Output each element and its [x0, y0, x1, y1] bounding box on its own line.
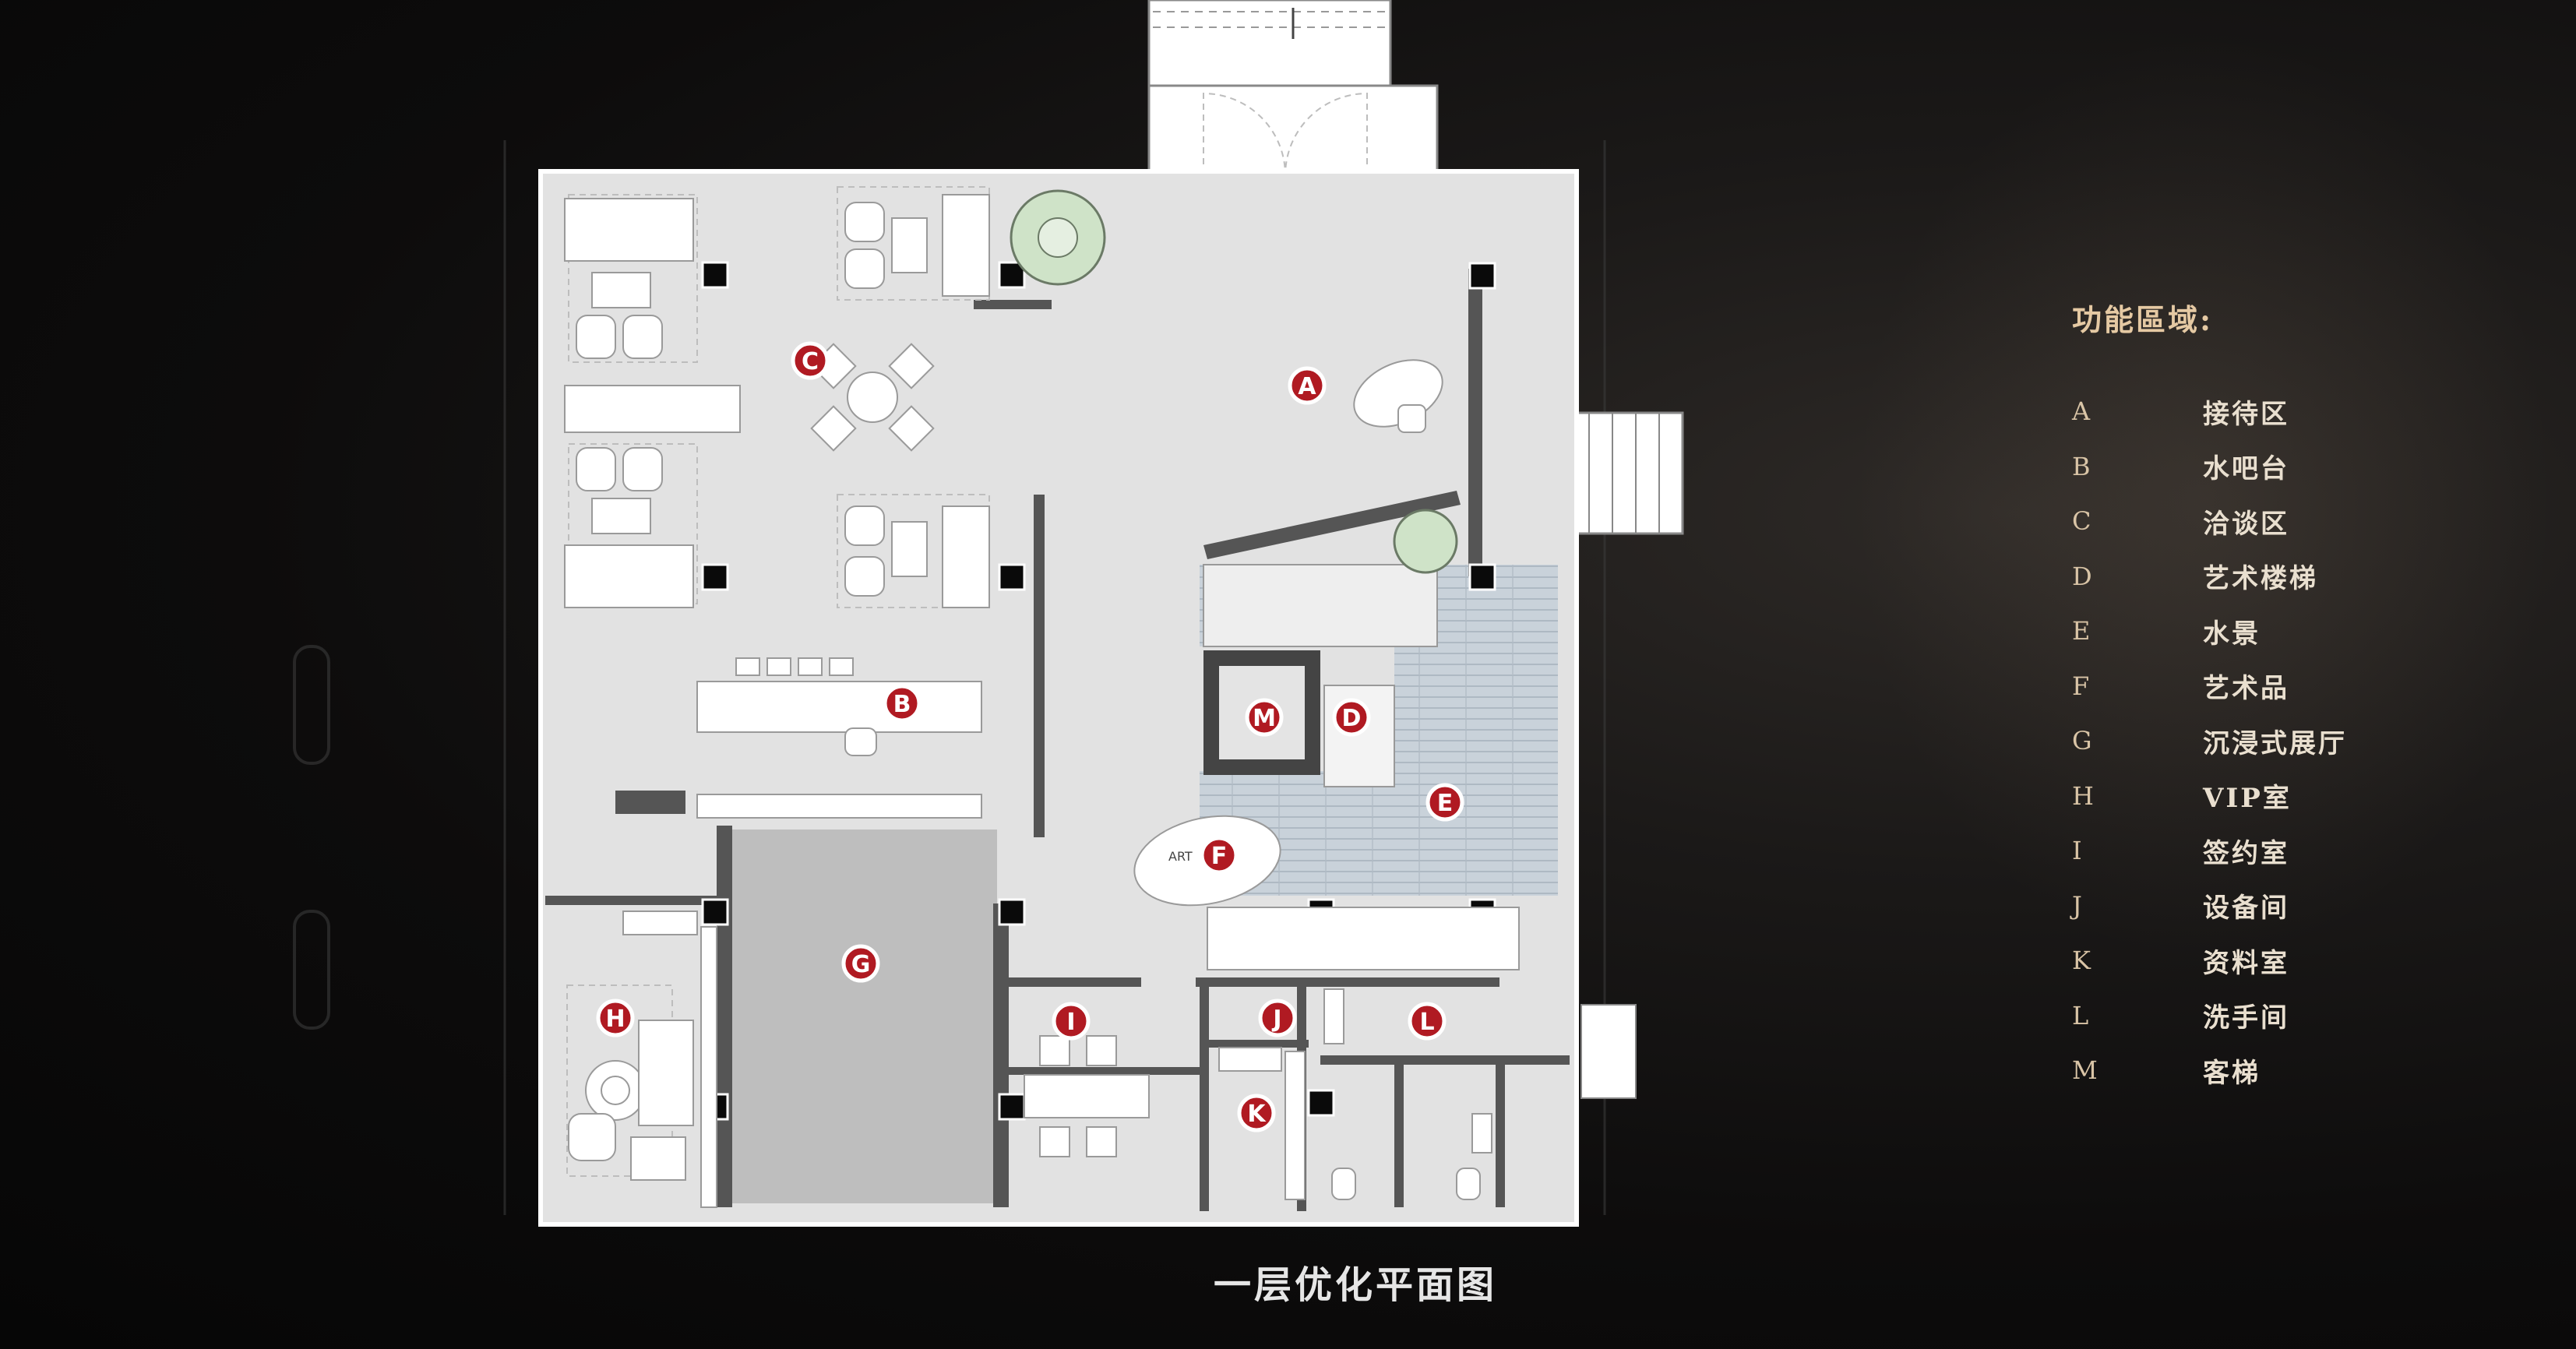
zone-marker-l: L	[1408, 1002, 1447, 1041]
zone-marker-circle	[841, 944, 880, 983]
zone-marker-a: A	[1288, 366, 1327, 405]
zone-markers: A B C D E F G H I J K L M	[596, 341, 1464, 1132]
legend-item: F 艺术品	[2072, 659, 2430, 714]
zone-marker-label: D	[1342, 705, 1362, 732]
legend-item: I 签约室	[2072, 823, 2430, 879]
zone-marker-label: L	[1419, 1009, 1434, 1036]
zone-marker-b: B	[883, 684, 922, 723]
zone-marker-k: K	[1237, 1094, 1276, 1132]
art-label: ART	[1168, 849, 1193, 864]
legend-code: F	[2072, 671, 2090, 701]
legend-code: M	[2072, 1055, 2098, 1086]
zone-marker-circle	[1052, 1002, 1091, 1041]
zone-marker-h: H	[596, 999, 635, 1037]
exhibition-hall	[728, 829, 997, 1203]
legend-name: VIP室	[2203, 783, 2292, 815]
legend-item: G 沉浸式展厅	[2072, 713, 2430, 769]
plan-title: 一层优化平面图	[1213, 1263, 1497, 1307]
zone-marker-label: H	[605, 1006, 625, 1033]
main-entrance	[1147, 0, 1439, 177]
zone-marker-m: M	[1245, 698, 1284, 737]
legend-name: 设备间	[2203, 893, 2289, 925]
zone-marker-label: I	[1066, 1009, 1075, 1036]
legend-name: 水吧台	[2203, 453, 2289, 485]
legend-code: H	[2072, 780, 2094, 811]
zone-marker-label: K	[1247, 1101, 1267, 1128]
legend-name: 水景	[2203, 618, 2261, 650]
legend-item: K 资料室	[2072, 933, 2430, 988]
zone-marker-circle	[1408, 1002, 1447, 1041]
legend-code: B	[2072, 451, 2091, 481]
zone-marker-label: E	[1437, 790, 1454, 817]
legend-title: 功能區域:	[2072, 302, 2214, 337]
legend-name: 洗手间	[2203, 1002, 2289, 1034]
legend-item: L 洗手间	[2072, 988, 2430, 1044]
legend-code: C	[2072, 506, 2091, 537]
legend-item: C 洽谈区	[2072, 494, 2430, 549]
zone-marker-e: E	[1425, 783, 1464, 822]
legend-code: L	[2072, 1000, 2089, 1030]
legend-item: B 水吧台	[2072, 439, 2430, 495]
legend-code: J	[2072, 890, 2082, 921]
zone-marker-circle	[1245, 698, 1284, 737]
zone-marker-g: G	[841, 944, 880, 983]
legend-name: 艺术楼梯	[2203, 563, 2318, 595]
legend-item: D 艺术楼梯	[2072, 549, 2430, 604]
zone-marker-j: J	[1258, 999, 1297, 1037]
legend-item: A 接待区	[2072, 384, 2430, 439]
zone-marker-f: F	[1200, 836, 1239, 875]
legend-code: E	[2072, 616, 2091, 646]
zone-marker-label: J	[1271, 1006, 1281, 1033]
zone-marker-circle	[1237, 1094, 1276, 1132]
legend-name: 艺术品	[2203, 673, 2289, 705]
legend-item: M 客梯	[2072, 1043, 2430, 1098]
legend-item: J 设备间	[2072, 879, 2430, 934]
zone-marker-circle	[1288, 366, 1327, 405]
legend-item: E 水景	[2072, 604, 2430, 659]
side-entrance-stair	[1564, 411, 1684, 1099]
zone-marker-label: B	[893, 691, 911, 718]
zone-marker-circle	[1200, 836, 1239, 875]
zone-marker-label: M	[1253, 705, 1276, 732]
zone-marker-label: F	[1211, 843, 1228, 870]
legend-panel: 功能區域: A 接待区 B 水吧台 C 洽谈区 D 艺术楼梯 E 水景 F 艺术品 G 沉浸式…	[2072, 296, 2430, 1098]
legend-code: D	[2072, 561, 2092, 591]
zone-marker-label: G	[851, 951, 871, 978]
zone-marker-circle	[791, 341, 830, 380]
zone-marker-c: C	[791, 341, 830, 380]
water-feature	[1200, 565, 1558, 896]
legend-code: G	[2072, 726, 2092, 756]
legend-list: A 接待区 B 水吧台 C 洽谈区 D 艺术楼梯 E 水景 F 艺术品 G 沉浸式展厅 H VI…	[2072, 384, 2430, 1098]
legend-code: K	[2072, 946, 2091, 976]
legend-item: H VIP室	[2072, 769, 2430, 824]
legend-name: 客梯	[2203, 1057, 2261, 1089]
zone-marker-label: C	[802, 348, 819, 375]
art-stair	[1203, 564, 1438, 647]
zone-marker-i: I	[1052, 1002, 1091, 1041]
furniture	[564, 186, 1520, 1208]
legend-name: 接待区	[2203, 398, 2289, 430]
zone-marker-label: A	[1298, 373, 1316, 400]
legend-name: 沉浸式展厅	[2203, 727, 2347, 759]
zone-marker-circle	[1258, 999, 1297, 1037]
legend-code: A	[2072, 396, 2091, 427]
zone-marker-circle	[1332, 698, 1371, 737]
zone-marker-circle	[1425, 783, 1464, 822]
zone-marker-circle	[596, 999, 635, 1037]
legend-name: 签约室	[2203, 837, 2289, 869]
zone-marker-d: D	[1332, 698, 1371, 737]
zone-marker-circle	[883, 684, 922, 723]
legend-name: 洽谈区	[2203, 508, 2289, 540]
legend-name: 资料室	[2203, 947, 2289, 979]
legend-code: I	[2072, 836, 2082, 866]
